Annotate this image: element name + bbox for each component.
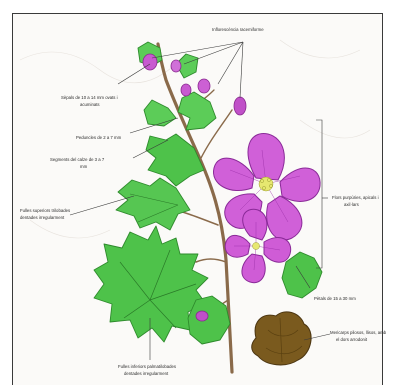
bud <box>143 54 157 70</box>
label-fruit-line2: el dors arrodonit <box>336 337 368 342</box>
bud <box>171 60 181 72</box>
label-upper-leaves-line1: Fulles superiors trilobades <box>20 208 70 213</box>
bud <box>234 97 246 115</box>
label-sepals-line1: Sèpals de 10 a 14 mm ovats i <box>61 95 118 100</box>
upper-trilobed-leaf-mid <box>146 134 204 186</box>
label-petals: Pètals de 15 a 30 mm <box>314 296 356 301</box>
label-sepals-line2: acuminats <box>80 102 100 107</box>
bud <box>181 84 191 96</box>
label-inflorescence: Inflorescència racemiforme <box>212 27 264 32</box>
label-fruit-line1: Mericarps pilosos, llisos, amb <box>330 330 387 335</box>
label-upper-leaves-line2: dentades irregularment <box>20 215 65 220</box>
label-flowers-line2: axil·lars <box>344 202 359 207</box>
label-lower-leaves-line1: Fulles inferiors palmatilobades <box>118 364 176 369</box>
label-flowers-line1: Flors purpúries, apicals i <box>332 195 379 200</box>
label-pedicels: Peduncles de 2 a 7 mm <box>76 135 122 140</box>
upper-trilobed-leaf-left <box>116 178 190 230</box>
fruit-mericarps <box>252 312 311 365</box>
label-calyx-line1: Segments del calze de 3 a 7 <box>50 157 105 162</box>
small-leaf-left <box>144 100 176 126</box>
bud <box>196 311 208 321</box>
label-lower-leaves-line2: dentades irregularment <box>124 371 169 376</box>
label-calyx-line2: mm <box>80 164 88 169</box>
bud <box>198 79 210 93</box>
